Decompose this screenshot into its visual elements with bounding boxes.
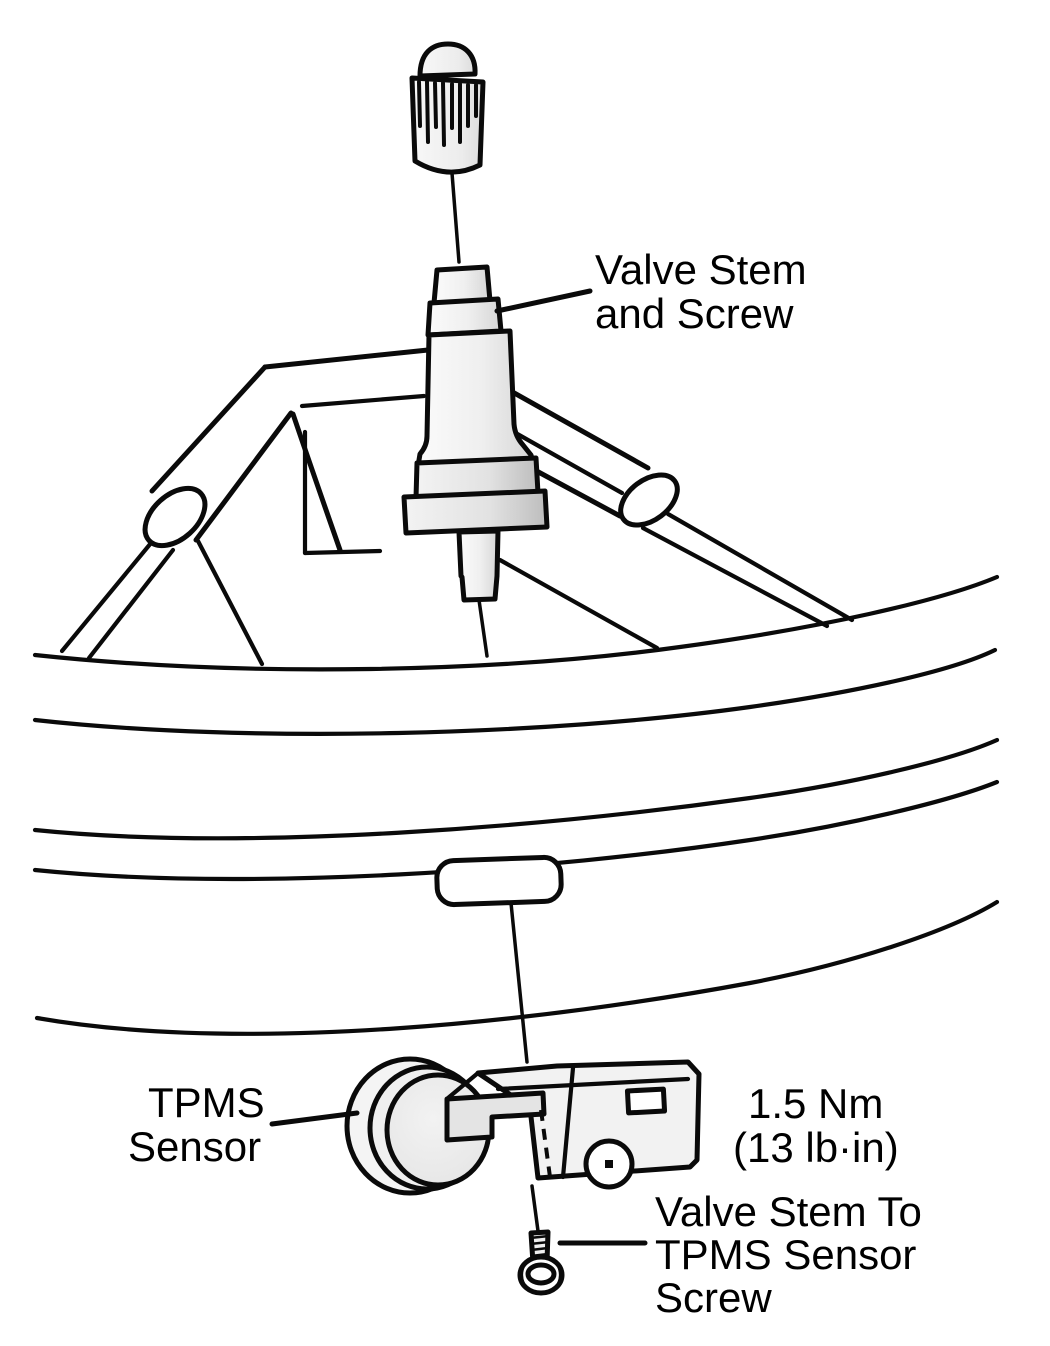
grommet-to-sensor-line: [509, 901, 529, 1064]
center-face-curve: [290, 411, 343, 553]
left-spoke-top-edge: [149, 364, 268, 494]
screw-head-facet-right: [556, 1263, 564, 1287]
label-torque-line2: (13 lb·in): [733, 1124, 899, 1171]
cap-body: [409, 75, 486, 175]
label-tpms-line2: Sensor: [128, 1123, 261, 1170]
screw-head-facet-left: [518, 1263, 526, 1287]
label-screw-line2: TPMS Sensor: [655, 1231, 916, 1278]
inner-top-edge: [299, 393, 427, 409]
spoke-structure: [59, 347, 855, 667]
left-spoke-end: [142, 485, 208, 549]
right-spoke-line-a: [665, 511, 855, 623]
sensor-notch: [624, 1086, 668, 1116]
valve-hole-grommet: [434, 854, 564, 908]
sensor-arm-shoulder: [445, 1070, 481, 1101]
rim-arc-outer: [32, 574, 1000, 672]
sensor-wheel-axle: [605, 1160, 613, 1168]
rim-valve-hole: [434, 854, 564, 1064]
tpms-leader: [269, 1110, 360, 1127]
label-valve-stem-line2: and Screw: [595, 290, 794, 337]
label-tpms-line1: TPMS: [148, 1079, 265, 1126]
right-spoke-line-b: [640, 525, 830, 629]
left-spoke-line-a: [59, 540, 154, 654]
label-torque-line1: 1.5 Nm: [748, 1080, 883, 1127]
left-spoke-bottom-edge: [193, 410, 294, 543]
left-face-edge: [195, 538, 265, 667]
sensor-top-edge-near: [495, 1076, 691, 1092]
left-spoke-line-b: [86, 547, 176, 661]
label-screw-line3: Screw: [655, 1274, 772, 1321]
tpms-sensor: [344, 1056, 702, 1196]
cap-to-stem-line: [450, 171, 461, 264]
top-edge-left: [262, 347, 431, 370]
stem-flange: [401, 488, 550, 536]
valve-stem-leader: [494, 288, 593, 314]
screw-lead-line: [530, 1184, 540, 1233]
right-spoke-end: [618, 472, 680, 528]
sensor-valve-bracket: [444, 1090, 547, 1143]
stem-tip-line: [477, 598, 489, 658]
valve-stem: [401, 264, 550, 658]
screw-head-inner: [525, 1262, 557, 1286]
right-spoke-top-edge: [497, 382, 651, 471]
label-valve-stem-line1: Valve Stem: [595, 246, 807, 293]
stem-lower-tube: [456, 528, 501, 603]
cap-bottom-arc: [412, 158, 483, 175]
wheel-rim: [32, 574, 1000, 1036]
stem-body: [415, 328, 536, 469]
bottom-edge-left: [302, 548, 383, 556]
right-spoke-bottom-edge: [528, 465, 623, 519]
right-spoke-inner-edge: [502, 424, 625, 496]
cap-dome: [417, 41, 478, 79]
rim-arc-inner: [34, 899, 1000, 1036]
valve-cap: [409, 41, 486, 264]
labels: Valve Stem and Screw 1.5 Nm (13 lb·in) T…: [128, 246, 922, 1321]
cap-knurling: [417, 80, 478, 147]
rim-arc-2: [32, 647, 998, 736]
rim-arc-4: [32, 779, 1000, 882]
rim-arc-3: [32, 737, 1000, 841]
valve-screw: [517, 1184, 565, 1296]
leader-lines: [269, 288, 648, 1246]
label-screw-line1: Valve Stem To: [655, 1188, 922, 1235]
bottom-edge-right: [497, 557, 660, 651]
